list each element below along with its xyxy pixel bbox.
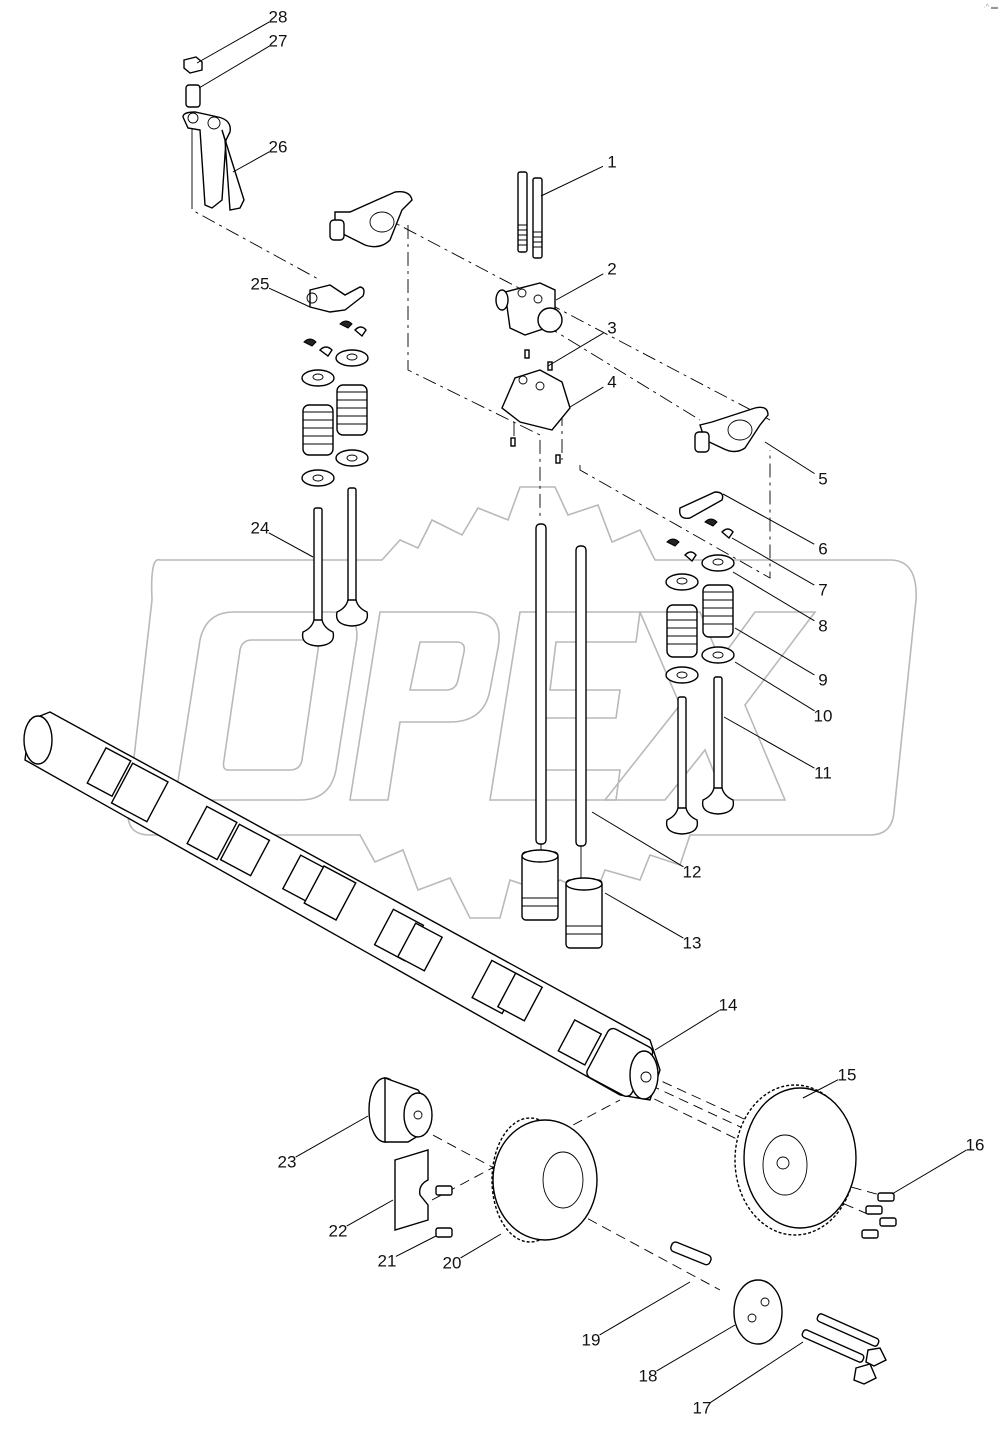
- leader-line-22: [346, 1199, 394, 1227]
- idler-gear: [491, 1117, 598, 1243]
- callout-6: 6: [818, 539, 828, 559]
- leader-line-7: [731, 537, 815, 586]
- leader-line-15: [802, 1079, 839, 1099]
- long-bolts: [801, 1313, 887, 1385]
- part-idler-assembly: [368, 1077, 598, 1243]
- valve-right-b: [701, 676, 735, 815]
- leader-line-9: [734, 627, 815, 676]
- part-rocker-bracket-group: [182, 56, 245, 211]
- callout-14: 14: [718, 995, 738, 1015]
- valve-right-a: [665, 696, 699, 835]
- leader-line-21: [395, 1235, 437, 1257]
- tappet-a: [521, 849, 559, 921]
- leader-line-3: [547, 332, 604, 367]
- callout-28: 28: [268, 7, 288, 27]
- leader-line-2: [555, 273, 604, 301]
- leader-line-23: [295, 1115, 369, 1158]
- thrust-plate: [394, 1149, 429, 1231]
- part-left-valve-train: [301, 284, 369, 647]
- callout-3: 3: [607, 318, 617, 338]
- leader-line-20: [460, 1233, 502, 1259]
- spring-right-a: [666, 604, 698, 658]
- leader-line-19: [599, 1281, 691, 1336]
- leader-line-16: [891, 1149, 967, 1195]
- part-camshaft: [23, 711, 661, 1101]
- callout-5: 5: [818, 469, 828, 489]
- leader-line-8: [732, 571, 815, 622]
- callout-2: 2: [607, 259, 617, 279]
- gear-bolts: [861, 1192, 897, 1239]
- leader-line-25: [268, 287, 311, 308]
- hub-washer: [733, 1279, 783, 1345]
- callout-11: 11: [814, 763, 832, 783]
- leader-line-10: [734, 661, 815, 712]
- callout-20: 20: [442, 1253, 462, 1273]
- spring-left-a: [302, 404, 334, 456]
- spring-right-b: [702, 584, 734, 638]
- valve-left-b: [335, 487, 369, 627]
- callout-18: 18: [638, 1366, 658, 1386]
- leader-line-24: [268, 532, 314, 558]
- callout-27: 27: [268, 31, 288, 51]
- callout-13: 13: [682, 933, 702, 953]
- part-rocker-arm-upper-left: [329, 190, 413, 248]
- callout-19: 19: [581, 1330, 601, 1350]
- callout-10: 10: [813, 706, 833, 726]
- part-camshaft-gear: [734, 1084, 897, 1239]
- callout-9: 9: [818, 670, 828, 690]
- idler-hub: [368, 1077, 433, 1143]
- part-rocker-shaft-support: [495, 171, 571, 464]
- callout-leader-lines: [196, 21, 967, 1403]
- corner-mark: ·^ ▬: [983, 4, 998, 11]
- callout-23: 23: [277, 1152, 297, 1172]
- leader-line-17: [710, 1341, 804, 1403]
- leader-line-6: [722, 493, 815, 545]
- callout-16: 16: [965, 1135, 985, 1155]
- callout-7: 7: [818, 580, 828, 600]
- leader-line-13: [604, 892, 684, 939]
- callout-17: 17: [692, 1398, 712, 1418]
- leader-line-14: [654, 1009, 720, 1051]
- leader-line-28: [196, 21, 270, 64]
- callout-21: 21: [377, 1251, 397, 1271]
- callout-25: 25: [250, 274, 270, 294]
- callout-24: 24: [250, 518, 270, 538]
- callout-26: 26: [268, 137, 288, 157]
- valve-left-a: [301, 507, 335, 647]
- callout-12: 12: [682, 862, 702, 882]
- callout-1: 1: [607, 152, 617, 172]
- spring-left-b: [336, 384, 368, 436]
- leader-line-1: [540, 165, 604, 197]
- leader-line-27: [198, 45, 270, 89]
- leader-line-26: [232, 151, 270, 173]
- part-hub-bolts-pin: [670, 1241, 887, 1385]
- part-right-valve-train: [665, 406, 769, 835]
- leader-line-11: [723, 716, 815, 769]
- idler-shaft-pin: [670, 1241, 712, 1266]
- callout-15: 15: [837, 1065, 857, 1085]
- leader-line-12: [591, 811, 684, 868]
- leader-line-5: [764, 441, 815, 475]
- callout-8: 8: [818, 616, 828, 636]
- callout-22: 22: [328, 1221, 348, 1241]
- leader-line-18: [656, 1324, 736, 1372]
- callout-4: 4: [607, 372, 617, 392]
- tappet-b: [565, 877, 603, 949]
- part-push-rods-tappets: [521, 523, 603, 949]
- leader-line-4: [569, 386, 604, 408]
